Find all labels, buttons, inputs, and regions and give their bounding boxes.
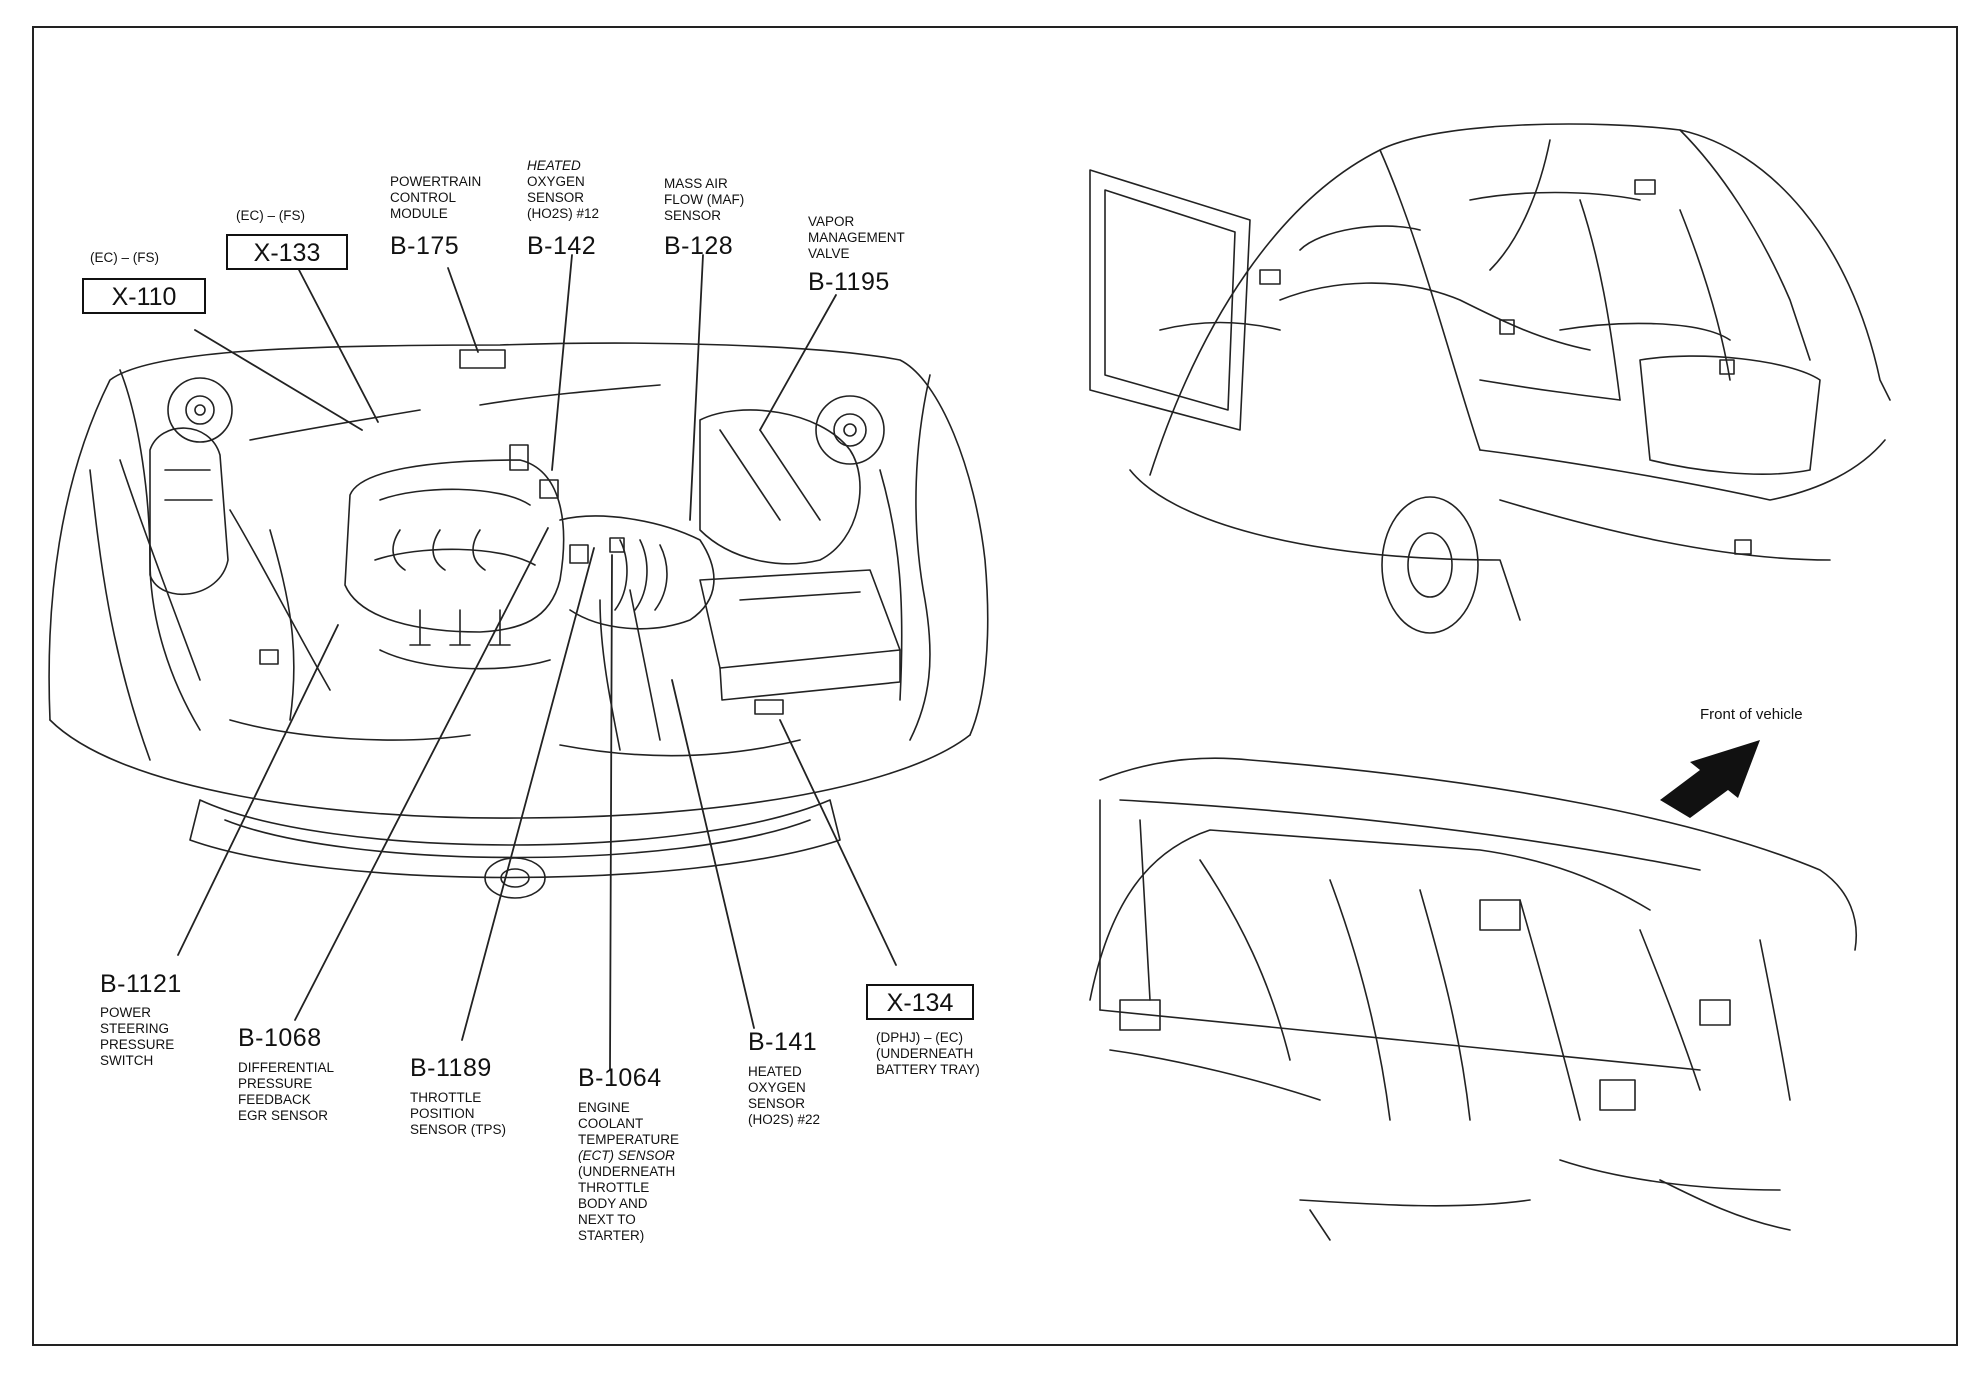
x110-label: X-110 bbox=[82, 278, 206, 314]
b175-label: B-175 bbox=[390, 232, 460, 260]
b128-label: B-128 bbox=[664, 232, 734, 260]
b1195-label: B-1195 bbox=[808, 268, 890, 296]
leader-lines bbox=[177, 254, 897, 1071]
b1068-label: B-1068 bbox=[238, 1024, 322, 1052]
front-of-vehicle-arrow bbox=[1660, 740, 1760, 818]
diagram-frame bbox=[32, 26, 1958, 1346]
b1064-label: B-1064 bbox=[578, 1064, 662, 1092]
x133-sub: (EC) – (FS) bbox=[236, 208, 305, 223]
b1121-label: B-1121 bbox=[100, 970, 182, 998]
engine-bay-drawing bbox=[48, 342, 989, 899]
vehicle-body-drawing bbox=[1089, 123, 1891, 634]
x134-label: X-134 bbox=[866, 984, 974, 1020]
front-of-vehicle-label: Front of vehicle bbox=[1700, 706, 1803, 723]
b1189-label: B-1189 bbox=[410, 1054, 492, 1082]
b142-label: B-142 bbox=[527, 232, 597, 260]
instrument-panel-drawing bbox=[1089, 757, 1857, 1241]
b141-label: B-141 bbox=[748, 1028, 818, 1056]
x110-sub: (EC) – (FS) bbox=[90, 250, 159, 265]
x133-label: X-133 bbox=[226, 234, 348, 270]
